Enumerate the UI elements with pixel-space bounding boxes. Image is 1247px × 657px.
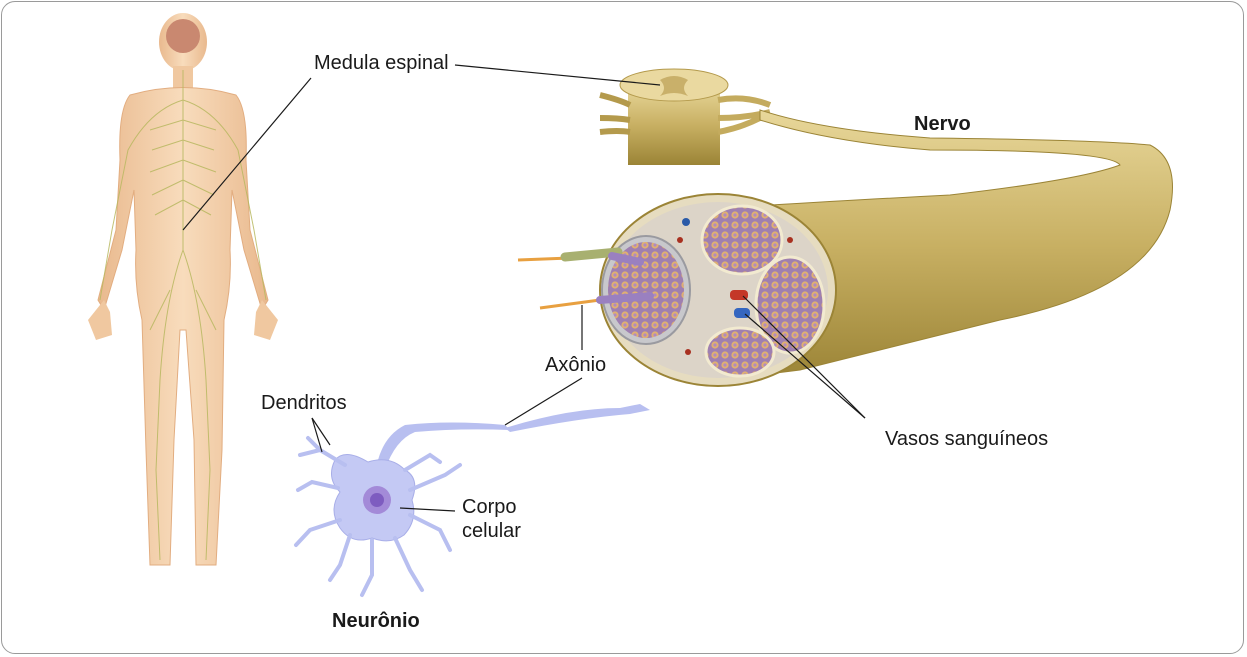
label-corpo-celular-line2: celular (462, 520, 521, 542)
neuron-illustration (294, 404, 650, 597)
spinal-cord-segment (599, 68, 772, 165)
label-vasos-sanguineos: Vasos sanguíneos (885, 428, 1049, 450)
brain-icon (166, 19, 200, 53)
label-dendritos: Dendritos (261, 392, 347, 414)
axon-fibers (517, 247, 654, 310)
dendrites (294, 436, 462, 597)
label-corpo-celular-line1: Corpo (462, 496, 517, 518)
nerve-illustration (517, 109, 1173, 387)
label-neuronio: Neurônio (332, 610, 420, 632)
leader-lines (182, 64, 866, 512)
blood-vessels (677, 218, 793, 355)
nerve-fascicles (601, 204, 826, 378)
label-axonio: Axônio (545, 354, 607, 376)
human-body-figure (88, 13, 278, 566)
label-medula-espinal: Medula espinal (314, 52, 449, 74)
label-nervo: Nervo (914, 113, 971, 135)
